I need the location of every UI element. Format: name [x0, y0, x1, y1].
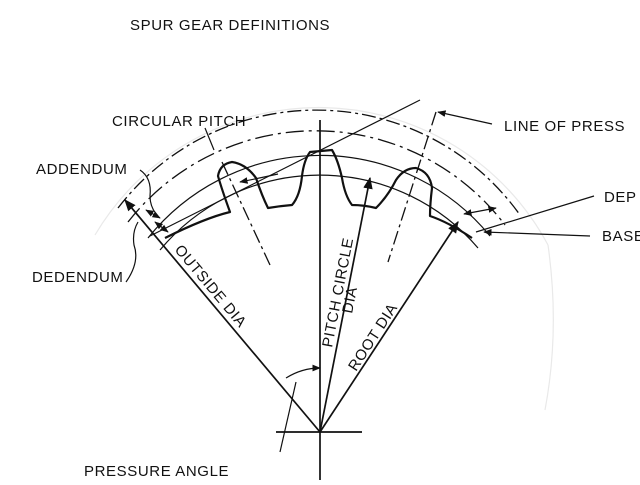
base-circle [147, 154, 491, 239]
line-of-pressure-line [149, 99, 421, 237]
circular-pitch-leader [204, 127, 215, 151]
faint-background-arc-lower [544, 244, 554, 411]
diagram-title: SPUR GEAR DEFINITIONS [130, 17, 330, 34]
gear-tooth-left [164, 148, 473, 239]
line-of-pressure-leader [437, 110, 493, 125]
pressure-angle-label: PRESSURE ANGLE [84, 463, 229, 480]
line-of-pressure-label: LINE OF PRESS [504, 118, 625, 135]
pitch-circle-dia-line [319, 176, 373, 433]
dedendum-label: DEDENDUM [32, 269, 123, 286]
addendum-dim-arrow [145, 209, 161, 219]
pitch-circle-dia-label: DIA [339, 285, 361, 315]
root-dia-line [319, 221, 459, 433]
depth-dim-arrow [463, 206, 497, 216]
root-circle [159, 174, 479, 251]
base-label: BASE [602, 228, 640, 245]
addendum-leader [139, 169, 157, 215]
outside-dia-line [124, 199, 321, 433]
pressure-angle-arc [285, 364, 321, 379]
addendum-label: ADDENDUM [36, 161, 127, 178]
tooth-centerline-right [387, 111, 437, 263]
base-leader [483, 228, 591, 237]
circular-pitch-arc [239, 173, 279, 184]
dedendum-leader [125, 221, 139, 283]
outside-dia-label: OUTSIDE DIA [171, 242, 250, 331]
pressure-angle-leader [279, 381, 297, 453]
faint-background-arc [94, 106, 549, 246]
tooth-centerline-left [221, 161, 271, 266]
depth-label: DEP [604, 189, 637, 206]
dedendum-dim-arrow [154, 221, 169, 233]
depth-leader [475, 195, 595, 233]
circular-pitch-label: CIRCULAR PITCH [112, 113, 246, 130]
pitch-circle [127, 130, 506, 226]
outside-circle [117, 109, 521, 216]
